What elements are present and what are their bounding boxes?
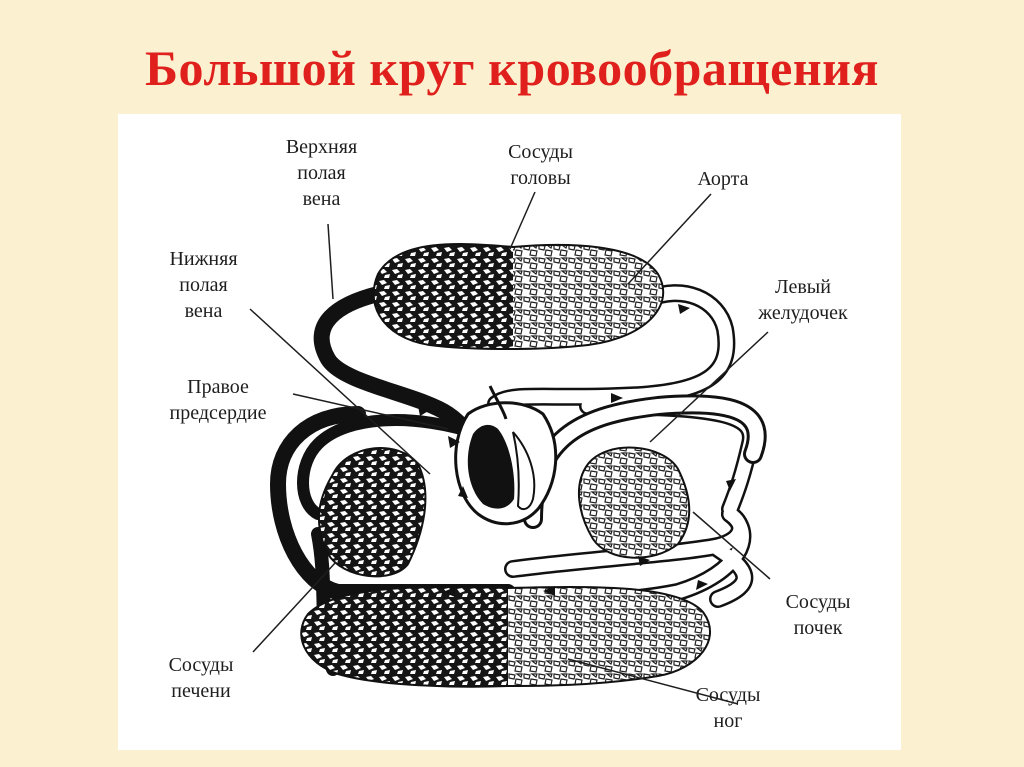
label-superior-vena-cava: Верхняя полая вена [285, 136, 358, 210]
slide-title: Большой круг кровообращения [145, 40, 879, 96]
circulation-diagram [249, 191, 771, 705]
leader-lines [249, 191, 771, 705]
label-head-vessels: Сосуды головы [508, 141, 573, 189]
label-inferior-vena-cava: Нижняя полая вена [169, 248, 238, 322]
leg-capillaries [300, 585, 711, 688]
label-kidney-vessels: Сосуды почек [785, 591, 851, 639]
label-leg-vessels: Сосуды ног [695, 684, 761, 732]
label-aorta: Аорта [697, 168, 749, 190]
kidney-capillaries [577, 446, 691, 559]
heart [454, 385, 558, 526]
liver-capillaries [317, 447, 427, 578]
label-left-ventricle: Левый желудочек [758, 276, 848, 324]
flow-arrows [280, 292, 736, 597]
head-capillaries [372, 243, 665, 350]
label-right-atrium: Правое предсердие [169, 376, 267, 424]
diagram-panel: Верхняя полая вена Сосуды головы Аорта Н… [118, 114, 901, 750]
label-liver-vessels: Сосуды печени [168, 654, 234, 702]
